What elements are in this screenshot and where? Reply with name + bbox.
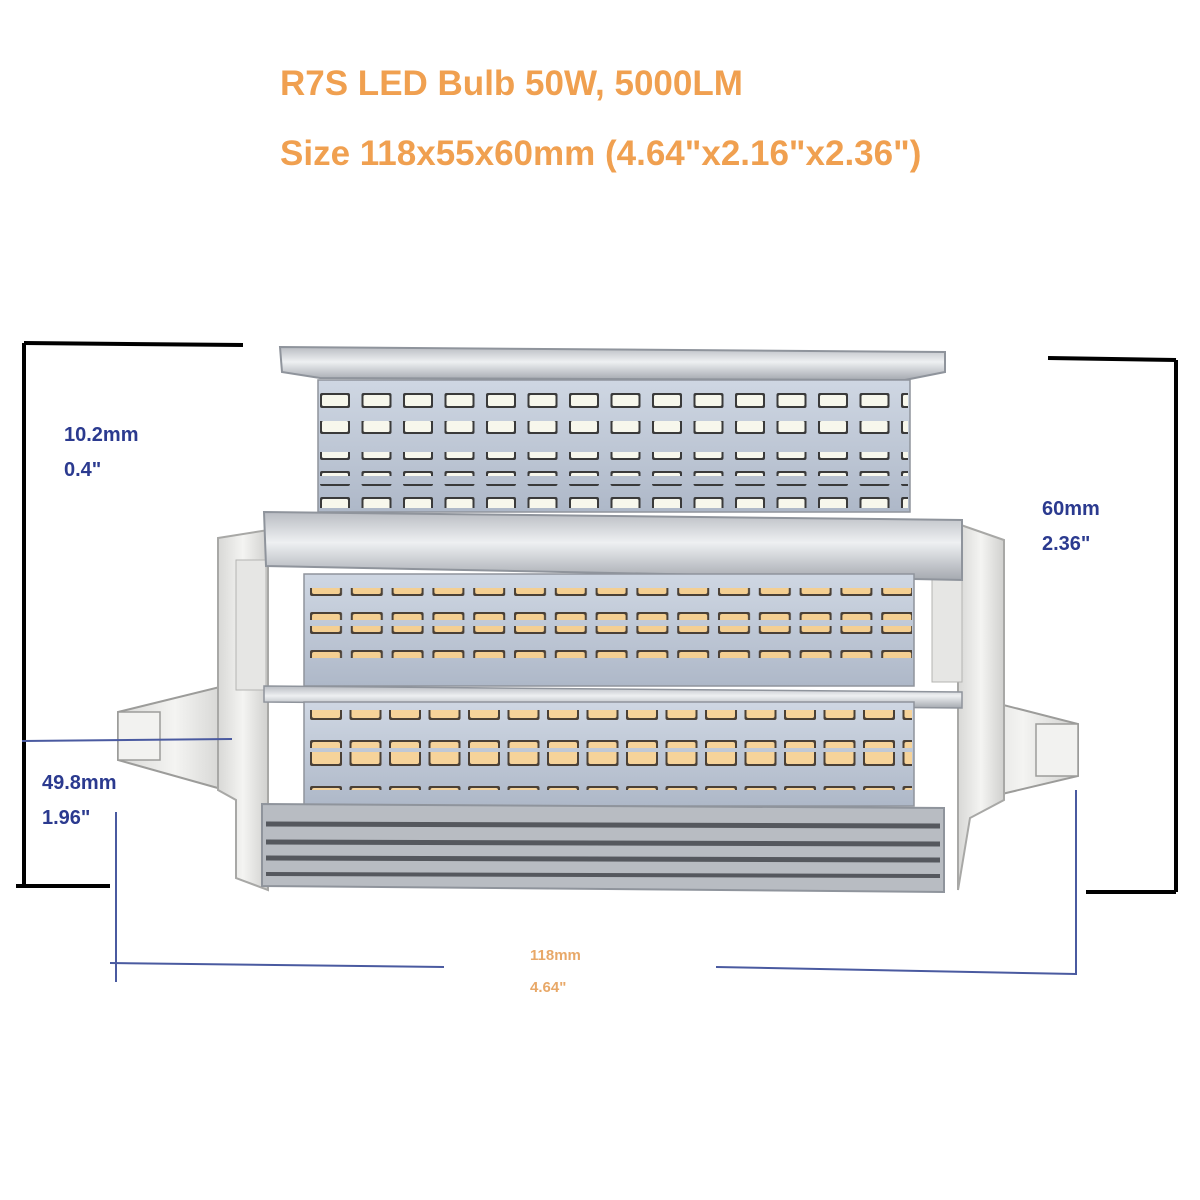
lower-body-mm: 49.8mm <box>42 772 117 794</box>
left-contact-pin <box>117 682 233 794</box>
top-fin-dimension: 10.2mm 0.4" <box>64 418 139 488</box>
lower-body-inch: 1.96" <box>42 807 91 829</box>
left-divider-line <box>21 738 233 742</box>
length-mm: 118mm <box>530 947 581 964</box>
upper-led-board <box>317 379 911 513</box>
product-title: R7S LED Bulb 50W, 5000LM <box>280 64 743 103</box>
length-leader-lines <box>109 790 1077 982</box>
lower-led-board <box>303 701 915 807</box>
top-fin-inch: 0.4" <box>64 459 102 481</box>
product-size-line: Size 118x55x60mm (4.64"x2.16"x2.36") <box>280 134 922 173</box>
lower-body-dimension: 49.8mm 1.96" <box>42 766 117 836</box>
height-inch: 2.36" <box>1042 533 1091 555</box>
top-fin-mm: 10.2mm <box>64 424 139 446</box>
bottom-heatsink-fins <box>261 802 945 894</box>
middle-led-board <box>303 573 915 687</box>
length-inch: 4.64" <box>530 978 567 996</box>
right-end-cap <box>931 522 1005 891</box>
length-dimension: 118mm 4.64" <box>530 940 581 1003</box>
left-height-bracket <box>16 341 244 888</box>
right-height-bracket <box>1047 356 1178 894</box>
height-mm: 60mm <box>1042 498 1100 520</box>
middle-heatsink-bar <box>262 510 963 582</box>
height-dimension: 60mm 2.36" <box>1042 492 1100 562</box>
top-heatsink-fin <box>278 345 946 382</box>
left-end-cap <box>217 528 269 892</box>
